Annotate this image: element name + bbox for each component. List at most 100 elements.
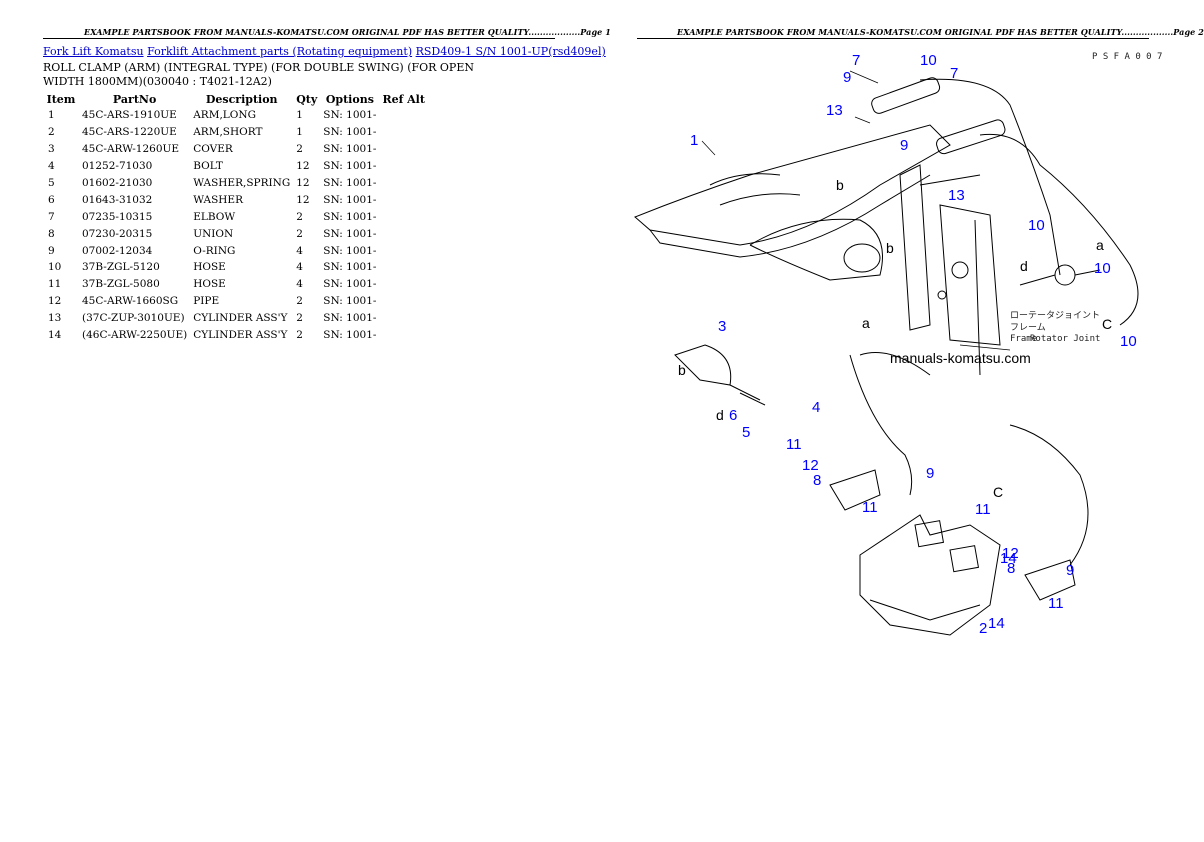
page-header-left: EXAMPLE PARTSBOOK FROM MANUALS-KOMATSU.C… — [84, 27, 611, 37]
cell-partno: 01643-31032 — [82, 193, 153, 206]
cell-description: ARM,SHORT — [193, 126, 263, 139]
cell-qty: 4 — [296, 261, 303, 274]
breadcrumb-link-fork-lift[interactable]: Fork Lift Komatsu — [43, 45, 144, 58]
callout-14: 14 — [988, 615, 1005, 632]
cell-options: SN: 1001- — [323, 295, 377, 308]
table-row: 4 01252-71030 BOLT 12 SN: 1001- — [43, 158, 428, 175]
cell-item: 13 — [48, 312, 62, 325]
breadcrumb-link-model[interactable]: RSD409-1 S/N 1001-UP(rsd409el) — [415, 45, 606, 58]
cell-qty: 2 — [296, 329, 303, 342]
cell-qty: 12 — [296, 177, 310, 189]
callout-5: 5 — [742, 424, 750, 441]
cell-ref-alt — [379, 259, 428, 276]
cell-ref-alt — [379, 208, 428, 225]
callout-9: 9 — [843, 69, 851, 86]
cell-item: 3 — [48, 143, 55, 156]
page-header-right: EXAMPLE PARTSBOOK FROM MANUALS-KOMATSU.C… — [677, 27, 1204, 37]
table-header-row: Item PartNo Description Qty Options Ref … — [43, 92, 428, 107]
cell-partno: 07230-20315 — [82, 227, 153, 240]
col-header-qty: Qty — [296, 93, 318, 106]
cell-description: ARM,LONG — [193, 109, 256, 122]
callout-d: d — [716, 407, 724, 423]
cell-partno: 45C-ARS-1910UE — [82, 109, 177, 122]
callout-9: 9 — [900, 137, 908, 154]
frame-label-en: Frame — [1010, 334, 1037, 344]
exploded-parts-diagram: P S F A 0 0 7 フレーム Frame ローテータジョイント Rota… — [634, 52, 1162, 637]
hose-10-drawing — [919, 78, 1139, 326]
callout-C: C — [1102, 316, 1112, 332]
cell-description: CYLINDER ASS'Y — [193, 312, 288, 325]
cell-item: 9 — [48, 244, 55, 257]
cylinder-14-drawing — [829, 469, 1076, 601]
cell-description: ELBOW — [193, 210, 236, 223]
cell-options: SN: 1001- — [323, 109, 377, 122]
cell-options: SN: 1001- — [323, 244, 377, 257]
cell-options: SN: 1001- — [323, 160, 377, 173]
cell-options: SN: 1001- — [323, 143, 377, 156]
callout-4: 4 — [812, 399, 820, 416]
cell-ref-alt — [379, 124, 428, 141]
callout-1: 1 — [690, 132, 698, 149]
cell-partno: 45C-ARS-1220UE — [82, 126, 177, 139]
cell-partno: 37B-ZGL-5080 — [82, 278, 160, 291]
callout-C: C — [993, 484, 1003, 500]
cell-item: 2 — [48, 126, 55, 139]
cell-item: 1 — [48, 109, 55, 122]
cell-description: WASHER,SPRING — [193, 177, 291, 189]
callout-7: 7 — [950, 65, 958, 82]
cell-description: HOSE — [193, 278, 226, 291]
col-header-options: Options — [325, 93, 374, 106]
arm-long-drawing — [634, 124, 951, 281]
cell-options: SN: 1001- — [323, 210, 377, 223]
joint-label-jp: ローテータジョイント — [1010, 310, 1100, 321]
header-divider-left — [43, 38, 555, 39]
callout-14: 14 — [1000, 550, 1017, 567]
col-header-description: Description — [205, 93, 278, 106]
callout-9: 9 — [1066, 562, 1074, 579]
cell-options: SN: 1001- — [323, 312, 377, 325]
cell-partno: 37B-ZGL-5120 — [82, 261, 160, 274]
cell-description: BOLT — [193, 160, 223, 173]
cell-qty: 2 — [296, 295, 303, 308]
cell-partno: (37C-ZUP-3010UE) — [82, 312, 185, 325]
cell-options: SN: 1001- — [323, 193, 377, 206]
parts-table: Item PartNo Description Qty Options Ref … — [43, 92, 428, 343]
callout-b: b — [836, 177, 844, 193]
breadcrumb: Fork Lift Komatsu Forklift Attachment pa… — [43, 45, 606, 58]
cell-options: SN: 1001- — [323, 329, 377, 342]
callout-d: d — [1020, 258, 1028, 274]
cell-description: CYLINDER ASS'Y — [193, 329, 288, 342]
cell-partno: 01252-71030 — [82, 160, 153, 173]
cell-item: 4 — [48, 160, 55, 173]
callout-8: 8 — [1007, 560, 1015, 577]
cell-description: UNION — [193, 227, 234, 240]
cell-description: HOSE — [193, 261, 226, 274]
cell-ref-alt — [379, 141, 428, 158]
cell-item: 7 — [48, 210, 55, 223]
callout-12: 12 — [1002, 545, 1019, 562]
callout-b: b — [886, 240, 894, 256]
cell-options: SN: 1001- — [323, 227, 377, 240]
cell-item: 10 — [48, 261, 62, 274]
cell-partno: 45C-ARW-1660SG — [82, 295, 179, 308]
cell-qty: 12 — [296, 160, 310, 173]
callout-b: b — [678, 362, 686, 378]
cell-item: 11 — [48, 278, 62, 291]
cell-ref-alt — [379, 327, 428, 344]
callout-7: 7 — [852, 52, 860, 69]
cell-description: COVER — [193, 143, 233, 156]
cell-ref-alt — [379, 191, 428, 208]
breadcrumb-link-attachment-parts[interactable]: Forklift Attachment parts (Rotating equi… — [147, 45, 413, 58]
cell-ref-alt — [379, 225, 428, 242]
cell-description: PIPE — [193, 295, 220, 308]
cell-partno: (46C-ARW-2250UE) — [82, 329, 188, 342]
callout-11: 11 — [862, 499, 878, 516]
cylinder-13-drawing — [871, 77, 1006, 155]
